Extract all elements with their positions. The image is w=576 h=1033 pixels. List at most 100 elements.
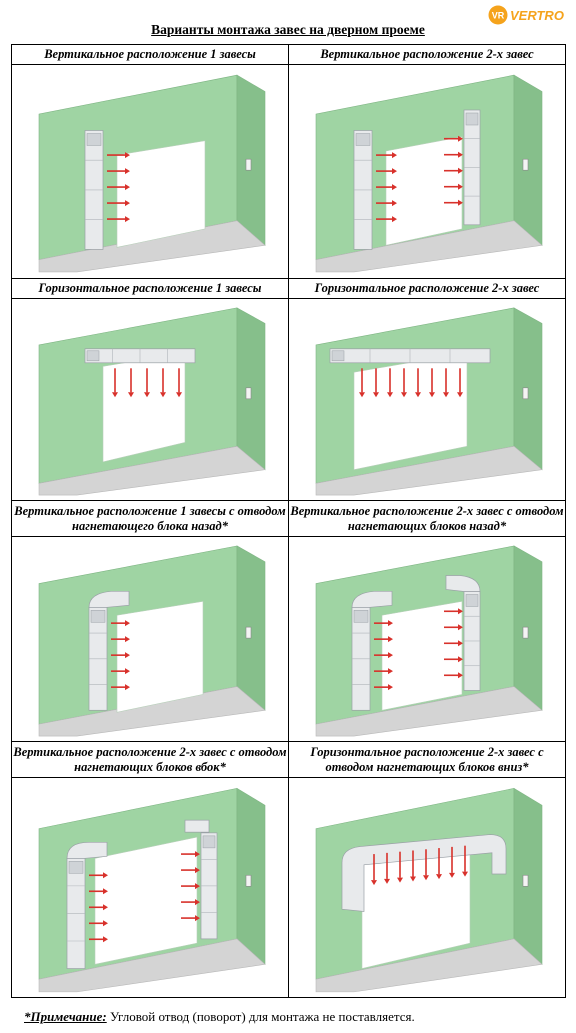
airflow-arrowhead [387, 392, 393, 398]
airflow-arrowhead [371, 879, 377, 885]
airflow-arrowhead [392, 168, 397, 175]
airflow-arrowhead [125, 668, 130, 675]
control-panel-icon [245, 626, 252, 639]
airflow-arrowhead [195, 850, 200, 857]
curtain-illustration [38, 307, 266, 496]
airflow-arrowhead [103, 935, 108, 942]
airflow-arrowhead [392, 200, 397, 207]
illustration-cell [11, 64, 289, 279]
illustration-cell [288, 777, 566, 998]
airflow-arrowhead [103, 887, 108, 894]
illustration-cell [288, 64, 566, 279]
caption-cell: Горизонтальное расположение 2-х завес с … [288, 741, 566, 778]
airflow-arrowhead [388, 684, 393, 691]
control-panel-icon [522, 387, 529, 400]
unit-grille [353, 610, 369, 623]
caption-cell: Горизонтальное расположение 2-х завес [288, 278, 566, 299]
airflow-arrowhead [458, 608, 463, 615]
airflow-arrowhead [415, 392, 421, 398]
airflow-arrowhead [195, 898, 200, 905]
airflow-arrowhead [388, 620, 393, 627]
airflow-arrowhead [458, 624, 463, 631]
unit-grille [68, 860, 84, 874]
page-title: Варианты монтажа завес на дверном проеме [151, 22, 425, 37]
airflow-arrowhead [397, 877, 403, 883]
floor [315, 445, 543, 496]
illustration-cell [11, 536, 289, 742]
airflow-arrowhead [125, 652, 130, 659]
floor [315, 938, 543, 992]
airflow-arrowhead [457, 392, 463, 398]
unit-grille [86, 133, 102, 146]
unit-grille [465, 112, 479, 126]
airflow-arrowhead [458, 640, 463, 647]
control-panel-icon [522, 626, 529, 639]
door-opening [385, 136, 463, 246]
door-opening [381, 601, 463, 711]
curtain-illustration [315, 74, 543, 273]
airflow-arrowhead [392, 152, 397, 159]
airflow-arrowhead [388, 668, 393, 675]
control-panel-icon [522, 158, 529, 171]
airflow-arrowhead [429, 392, 435, 398]
control-panel-icon [245, 874, 252, 887]
airflow-arrowhead [125, 620, 130, 627]
elbow-bend [445, 575, 481, 592]
control-panel-icon [522, 874, 529, 887]
airflow-arrowhead [458, 151, 463, 158]
airflow-arrowhead [423, 874, 429, 880]
footnote-text: Угловой отвод (поворот) для монтажа не п… [106, 1009, 415, 1024]
airflow-arrowhead [373, 392, 379, 398]
unit-grille [202, 835, 216, 848]
elbow-bend [88, 590, 130, 608]
control-panel-icon [245, 158, 252, 171]
unit-grille [465, 594, 479, 607]
airflow-arrowhead [144, 392, 150, 398]
curtain-illustration [38, 545, 266, 737]
airflow-arrowhead [359, 392, 365, 398]
floor [315, 220, 543, 273]
curtain-illustration [315, 545, 543, 737]
footnote: *Примечание: Угловой отвод (поворот) для… [24, 1009, 415, 1025]
elbow-bend [184, 819, 210, 833]
illustration-cell [11, 777, 289, 998]
airflow-arrowhead [388, 636, 393, 643]
airflow-arrowhead [384, 878, 390, 884]
footnote-label: *Примечание: [24, 1009, 107, 1024]
illustration-cell [11, 298, 289, 501]
unit-grille [355, 133, 371, 146]
airflow-arrowhead [410, 875, 416, 881]
door-opening [94, 836, 198, 965]
control-panel-icon [245, 387, 252, 400]
airflow-arrowhead [195, 914, 200, 921]
airflow-arrowhead [125, 168, 130, 175]
airflow-arrowhead [458, 135, 463, 142]
airflow-arrowhead [112, 392, 118, 398]
airflow-arrowhead [458, 167, 463, 174]
airflow-arrowhead [125, 684, 130, 691]
airflow-arrowhead [103, 903, 108, 910]
caption-cell: Вертикальное расположение 1 завесы с отв… [11, 500, 289, 537]
vertro-logo: VR VERTRO [488, 4, 566, 26]
airflow-arrowhead [436, 873, 442, 879]
airflow-arrowhead [449, 872, 455, 878]
airflow-arrowhead [458, 183, 463, 190]
airflow-arrowhead [392, 184, 397, 191]
airflow-arrowhead [388, 652, 393, 659]
airflow-arrowhead [125, 200, 130, 207]
airflow-arrowhead [401, 392, 407, 398]
airflow-arrowhead [125, 184, 130, 191]
airflow-arrowhead [103, 919, 108, 926]
caption-cell: Вертикальное расположение 2-х завес [288, 44, 566, 65]
mounting-variants-table: Вертикальное расположение 1 завесы Верти… [11, 44, 566, 998]
unit-grille [90, 610, 106, 623]
elbow-bend [66, 841, 108, 859]
airflow-arrowhead [462, 871, 468, 877]
curtain-illustration [315, 307, 543, 496]
airflow-arrowhead [458, 199, 463, 206]
illustration-cell [288, 298, 566, 501]
svg-text:VR: VR [492, 11, 505, 21]
floor [38, 938, 266, 992]
curtain-illustration [38, 74, 266, 273]
caption-cell: Вертикальное расположение 2-х завес с от… [11, 741, 289, 778]
